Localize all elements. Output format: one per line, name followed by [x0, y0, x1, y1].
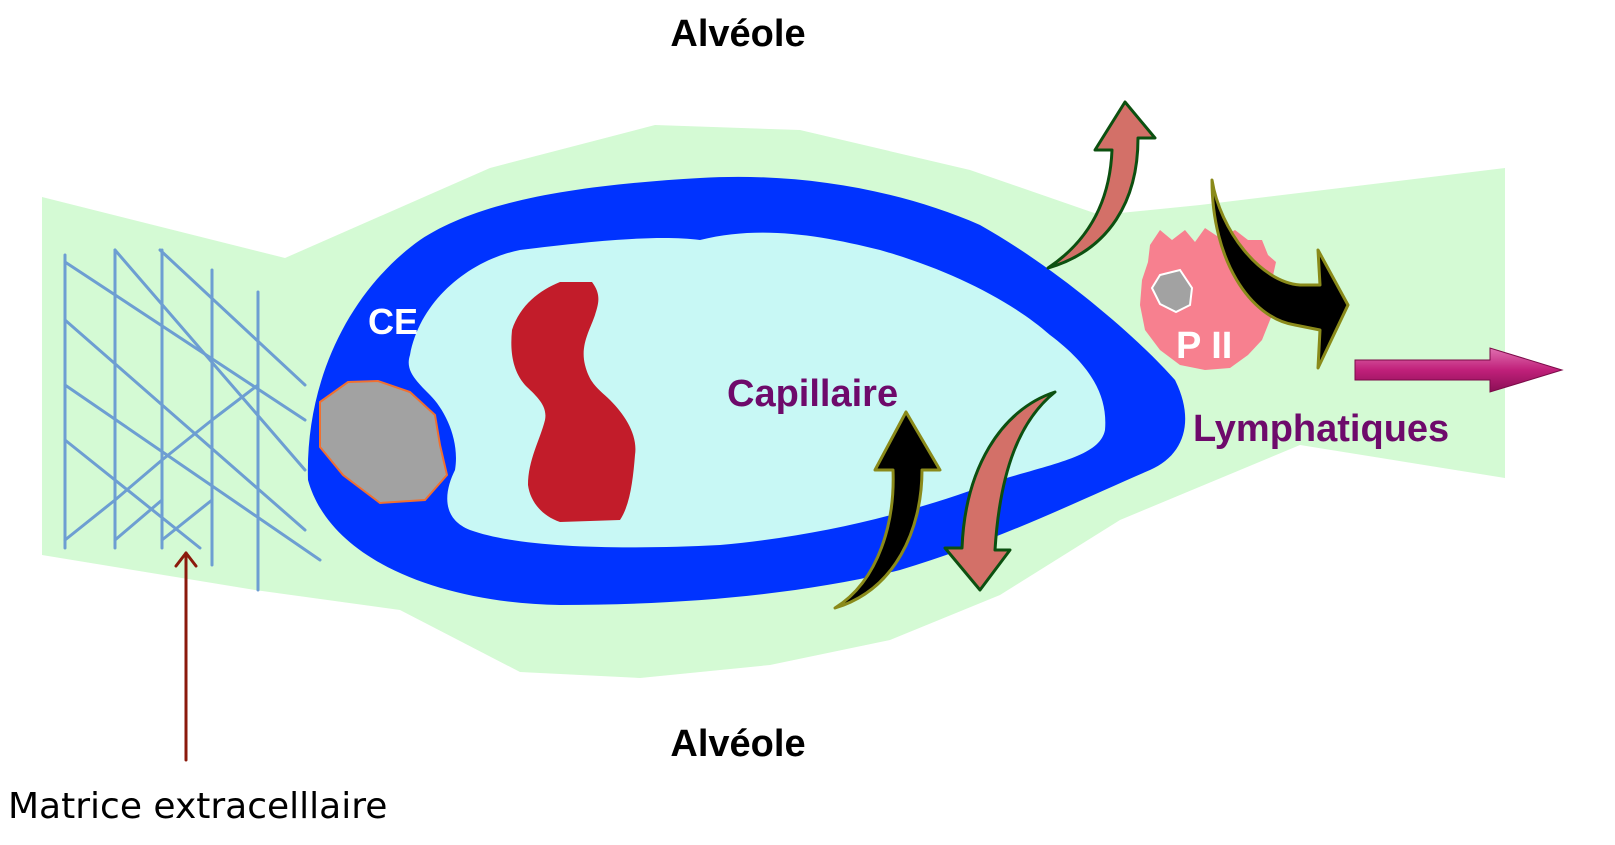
lymphatiques-label: Lymphatiques	[1193, 408, 1449, 450]
ce-label: CE	[368, 301, 418, 342]
alveole-bottom-label: Alvéole	[670, 723, 805, 765]
capillaire-label: Capillaire	[727, 373, 898, 415]
matrix-pointer-arrow	[176, 553, 196, 760]
pneumocyte-label: P II	[1176, 325, 1232, 367]
matrice-label: Matrice extracelllaire	[8, 786, 387, 827]
alveole-top-label: Alvéole	[670, 13, 805, 55]
